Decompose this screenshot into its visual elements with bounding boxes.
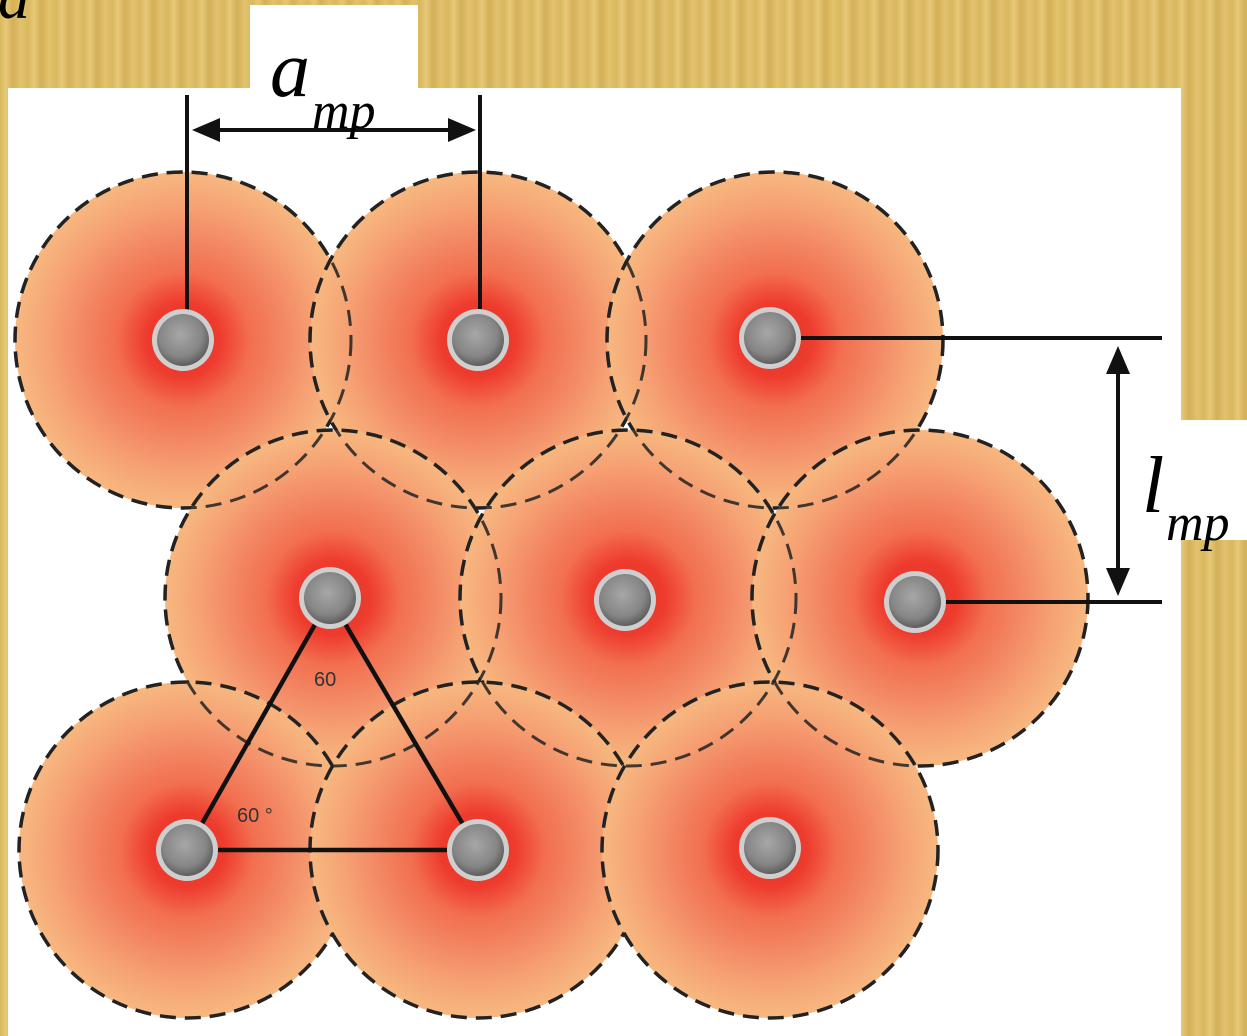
wells <box>152 307 946 881</box>
well-2 <box>447 309 509 371</box>
angle-label-bottom: 60 ° <box>237 805 273 827</box>
arrow-left <box>192 118 220 142</box>
angle-label-top: 60 <box>314 669 336 691</box>
well-8 <box>447 819 509 881</box>
arrow-up <box>1106 346 1130 374</box>
well-9 <box>739 817 801 879</box>
well-6 <box>884 571 946 633</box>
well-4 <box>299 567 361 629</box>
well-3 <box>739 307 801 369</box>
overlap-outlines <box>13 170 1090 768</box>
arrowheads <box>192 118 1130 596</box>
well-5 <box>594 569 656 631</box>
l-label: l <box>1142 442 1164 530</box>
label-panel-top <box>250 5 418 95</box>
l-subscript: mp <box>1166 495 1230 552</box>
dimension-lines <box>185 95 1162 604</box>
well-7 <box>156 819 218 881</box>
label-panel-right <box>1130 420 1247 540</box>
arrow-down <box>1106 568 1130 596</box>
well-1 <box>152 309 214 371</box>
a-subscript: mp <box>312 83 376 140</box>
corner-letter: a <box>0 0 30 32</box>
a-label: a <box>270 26 310 114</box>
triangle <box>185 596 480 853</box>
arrow-right <box>448 118 476 142</box>
